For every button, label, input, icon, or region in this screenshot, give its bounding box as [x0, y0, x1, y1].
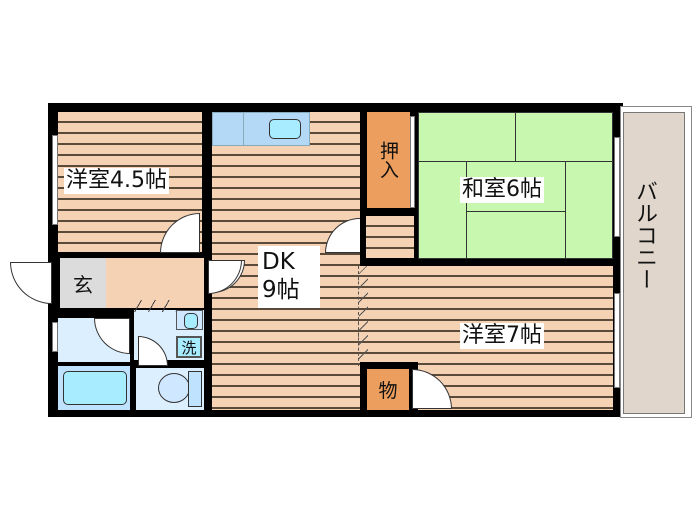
window-bathroom — [52, 322, 58, 352]
washbasin-icon — [176, 310, 203, 330]
toilet-bowl-icon — [158, 373, 190, 403]
japanese-room-6-label: 和室6帖 — [460, 177, 544, 203]
toilet-room — [136, 368, 204, 410]
door-entrance[interactable] — [10, 262, 52, 304]
tatami-3 — [418, 161, 467, 259]
accordion-partition[interactable] — [358, 266, 368, 366]
tatami-5 — [466, 211, 566, 259]
bathtub-area — [58, 366, 130, 410]
toilet-tank-icon — [188, 371, 202, 407]
window-western-7 — [614, 293, 620, 388]
entry-hall — [106, 258, 204, 308]
hall-nook — [366, 216, 414, 258]
western-room-7-label: 洋室7帖 — [460, 323, 544, 349]
tatami-1 — [418, 112, 516, 162]
oshiire-closet: 押入 — [367, 112, 410, 208]
washroom-curtain — [134, 300, 176, 312]
bathtub-icon — [63, 371, 127, 405]
entrance: 玄 — [60, 258, 106, 308]
storage-closet: 物 — [367, 369, 409, 410]
washer-icon: 洗 — [176, 336, 202, 358]
kitchen-counter-divider — [243, 112, 244, 146]
kitchen-sink-icon — [269, 119, 301, 139]
tatami-6 — [565, 161, 613, 259]
dk-label: DK 9帖 — [258, 246, 320, 308]
window-japanese-6 — [614, 137, 620, 237]
oshiire-sliding-door[interactable] — [410, 116, 415, 208]
tatami-2 — [515, 112, 613, 162]
balcony-label: バルコニー — [632, 180, 657, 290]
western-room-4-5-label: 洋室4.5帖 — [64, 168, 169, 194]
balcony — [623, 112, 685, 414]
window-west-4-5 — [52, 135, 58, 225]
dk-label-line2: 9帖 — [262, 277, 300, 303]
dk-label-line1: DK — [262, 249, 295, 275]
